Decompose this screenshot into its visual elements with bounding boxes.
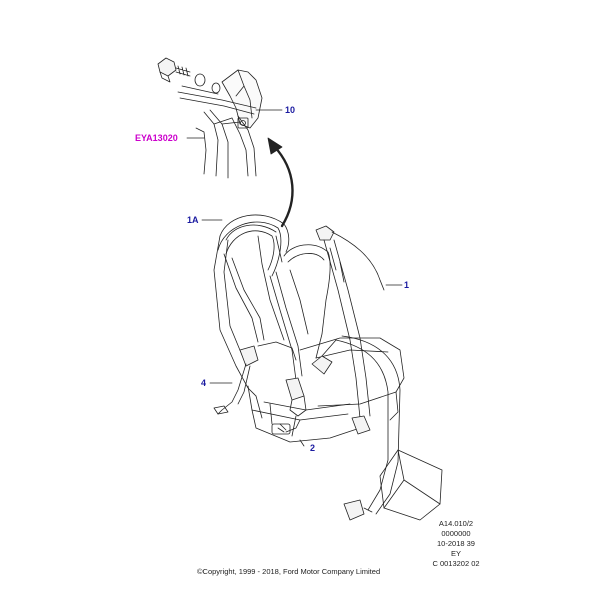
detail-arrow	[267, 137, 294, 228]
reference-line-3: 10-2018 39	[437, 539, 475, 548]
reference-line-5: C 0013202 02	[432, 559, 480, 568]
callout-4: 4	[201, 378, 207, 388]
belt-1	[311, 225, 443, 521]
seat-assembly	[213, 214, 405, 443]
callout-2: 2	[310, 443, 316, 453]
callout-1: 1	[404, 280, 410, 290]
copyright-notice: ©Copyright, 1999 - 2018, Ford Motor Comp…	[197, 567, 381, 576]
belt-guide-detail	[157, 57, 283, 179]
callout-eya13020: EYA13020	[135, 133, 178, 143]
callout-1a: 1A	[187, 215, 199, 225]
reference-line-2: 0000000	[441, 529, 471, 538]
reference-line-4: EY	[450, 549, 461, 558]
reference-line-1: A14.010/2	[438, 519, 474, 528]
leader-2	[299, 439, 305, 447]
belt-1a	[213, 221, 307, 437]
reference-block: A14.010/2 0000000 10-2018 39 EY C 001320…	[420, 519, 492, 569]
callout-10: 10	[285, 105, 296, 115]
